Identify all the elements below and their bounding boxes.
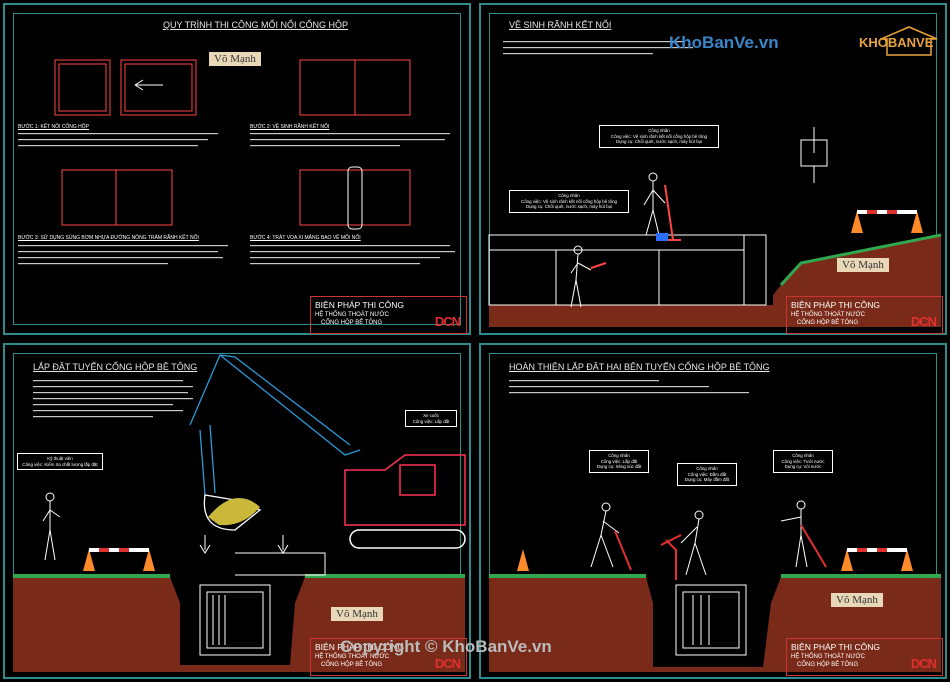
excavator-cab — [344, 454, 466, 549]
title-block-line3: CỐNG HỘP BÊ TÔNG — [321, 662, 383, 668]
author-tag: Võ Mạnh — [837, 258, 889, 272]
title-block-line1: BIỆN PHÁP THI CÔNG — [315, 300, 404, 310]
panel-backfill-finish: HOÀN THIỆN LẮP ĐẶT HAI BÊN TUYẾN CỐNG HỘ… — [479, 343, 947, 679]
panel-groove-cleaning: VỆ SINH RÃNH KẾT NỐI Công nhân Công việc… — [479, 3, 947, 335]
box-culvert-install-drawing — [13, 353, 466, 672]
house-icon — [880, 26, 938, 56]
water-worker-callout: Công nhân Công việc: Tưới nước Dụng cụ: … — [773, 450, 833, 473]
dcn-logo: DCN — [910, 314, 937, 329]
title-block: BIỆN PHÁP THI CÔNG HỆ THỐNG THOÁT NƯỚC C… — [786, 296, 943, 334]
title-block-line3: CỐNG HỘP BÊ TÔNG — [797, 662, 859, 668]
step-1-label: BƯỚC 1: KẾT NỐI CỐNG HỘP — [18, 124, 89, 130]
title-block: BIỆN PHÁP THI CÔNG HỆ THỐNG THOÁT NƯỚC C… — [310, 296, 467, 334]
step-3-label: BƯỚC 3: SỬ DỤNG SÚNG BƠM NHỰA ĐƯỜNG NÓNG… — [18, 235, 199, 241]
title-block-line2: HỆ THỐNG THOÁT NƯỚC — [791, 312, 865, 318]
title-block-line3: CỐNG HỘP BÊ TÔNG — [797, 320, 859, 326]
worker-callout-top: Công nhân Công việc: Vệ sinh rãnh kết nố… — [599, 125, 719, 148]
shovel-worker-callout: Công nhân Công việc: Lấp đất Dụng cụ: Xẻ… — [589, 450, 649, 473]
title-block-line2: HỆ THỐNG THOÁT NƯỚC — [315, 654, 389, 660]
backfill-finish-drawing — [489, 380, 941, 672]
panel-title: QUY TRÌNH THI CÔNG MỐI NỐI CỐNG HỘP — [163, 20, 349, 30]
panel-title: HOÀN THIỆN LẮP ĐẶT HAI BÊN TUYẾN CỐNG HỘ… — [509, 362, 770, 372]
dcn-logo: DCN — [434, 656, 461, 671]
title-block-line2: HỆ THỐNG THOÁT NƯỚC — [315, 312, 389, 318]
title-block-line2: HỆ THỐNG THOÁT NƯỚC — [791, 654, 865, 660]
dcn-logo: DCN — [434, 314, 461, 329]
panel-title: VỆ SINH RÃNH KẾT NỐI — [509, 20, 612, 30]
watermark-bottom: Copyright © KhoBanVe.vn — [340, 637, 552, 656]
worker-callout-left: Công nhân Công việc: Vệ sinh rãnh kết nố… — [509, 190, 629, 213]
traffic-barrier — [517, 548, 913, 571]
panel-box-culvert-install: LẮP ĐẶT TUYẾN CỐNG HỘP BÊ TÔNG Kỹ thuật … — [3, 343, 471, 679]
panel-inner-frame — [13, 13, 461, 325]
watermark-top: KhoBanVe.vn — [669, 33, 779, 52]
author-tag: Võ Mạnh — [331, 607, 383, 621]
title-block-line3: CỐNG HỘP BÊ TÔNG — [321, 320, 383, 326]
technician-callout: Kỹ thuật viên Công việc: Kiểm tra chất l… — [17, 453, 103, 470]
title-block-line1: BIỆN PHÁP THI CÔNG — [791, 642, 880, 652]
title-block: BIỆN PHÁP THI CÔNG HỆ THỐNG THOÁT NƯỚC C… — [786, 638, 943, 676]
groove-cleaning-drawing — [488, 41, 942, 327]
excavator-callout: Xe cuốc Công việc: Lấp đất — [405, 410, 457, 427]
excavator — [189, 353, 361, 531]
step-2-label: BƯỚC 2: VỆ SINH RÃNH KẾT NỐI — [250, 124, 330, 130]
title-block: BIỆN PHÁP THI CÔNG HỆ THỐNG THOÁT NƯỚC C… — [310, 638, 467, 676]
dcn-logo: DCN — [910, 656, 937, 671]
title-block-line1: BIỆN PHÁP THI CÔNG — [315, 642, 404, 652]
khobanve-logo: KHOBANVE — [851, 25, 941, 57]
compactor-worker-callout: Công nhân Công việc: Đầm đất Dụng cụ: Má… — [677, 463, 737, 486]
author-tag: Võ Mạnh — [209, 52, 261, 66]
title-block-line1: BIỆN PHÁP THI CÔNG — [791, 300, 880, 310]
logo-text: KHOBANVE — [859, 35, 934, 50]
step-4-label: BƯỚC 4: TRÁT VOA XI MĂNG BAO VỀ MỐI NỐI — [250, 235, 361, 241]
panel-title: LẮP ĐẶT TUYẾN CỐNG HỘP BÊ TÔNG — [33, 362, 198, 372]
author-tag: Võ Mạnh — [831, 593, 883, 607]
traffic-barrier — [851, 210, 923, 233]
panel-joint-procedure: QUY TRÌNH THI CÔNG MỐI NỐI CỐNG HỘP Võ M… — [3, 3, 471, 335]
traffic-barrier — [83, 548, 155, 571]
joint-procedure-drawing — [18, 59, 455, 265]
